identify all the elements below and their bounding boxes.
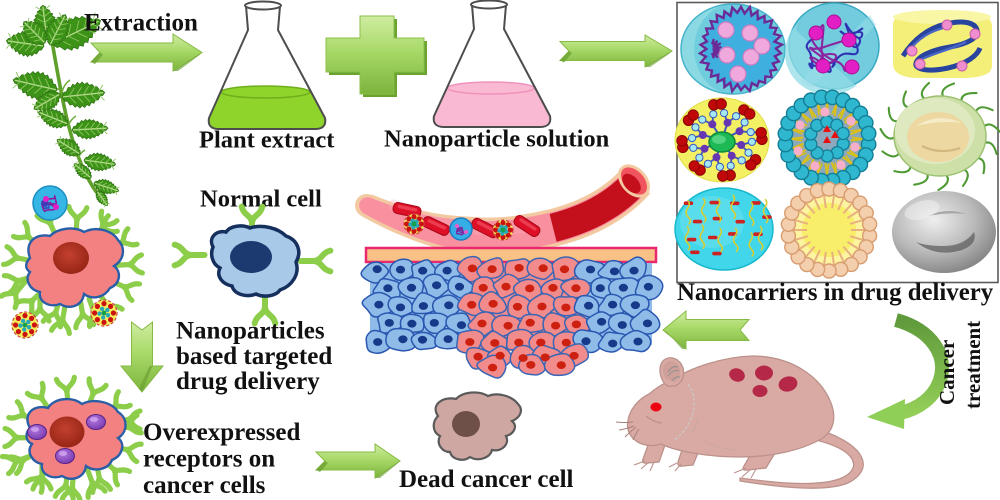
svg-text:receptors on: receptors on [143, 446, 275, 473]
svg-text:Nanoparticles: Nanoparticles [176, 318, 325, 345]
svg-text:Plant extract: Plant extract [199, 127, 335, 154]
svg-text:drug delivery: drug delivery [176, 368, 320, 395]
svg-text:cancer cells: cancer cells [143, 472, 266, 499]
svg-text:Nanoparticle solution: Nanoparticle solution [384, 126, 610, 153]
svg-text:treatment: treatment [961, 321, 985, 409]
svg-text:Nanocarriers in drug delivery: Nanocarriers in drug delivery [677, 279, 994, 306]
svg-text:Overexpressed: Overexpressed [143, 419, 300, 446]
svg-text:based targeted: based targeted [176, 343, 332, 370]
svg-text:Extraction: Extraction [84, 10, 198, 37]
svg-text:Cancer: Cancer [935, 340, 959, 405]
svg-text:Dead cancer cell: Dead cancer cell [399, 466, 574, 493]
